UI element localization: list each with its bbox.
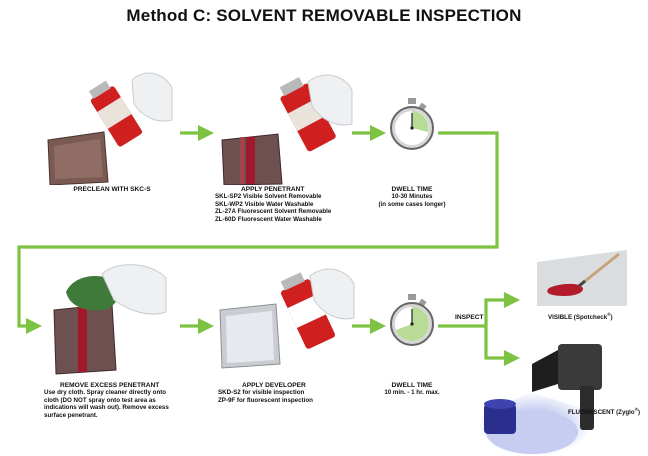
arrow-inspect-fluorescent (484, 326, 520, 366)
dwell1-line: 10-30 Minutes (391, 193, 433, 201)
penetrant-line: ZL-60D Fluorescent Water Washable (215, 215, 322, 223)
dwell1-line: (in some cases longer) (378, 200, 446, 208)
penetrant-line: ZL-27A Fluorescent Solvent Removable (215, 208, 332, 216)
remove-caption: REMOVE EXCESS PENETRANT Use dry cloth. S… (44, 382, 204, 419)
developer-line: SKD-S2 for visible inspection (218, 389, 305, 397)
preclean-caption: PRECLEAN WITH SKC-S (52, 186, 172, 193)
developer-caption: APPLY DEVELOPER SKD-S2 for visible inspe… (218, 382, 358, 404)
penetrant-heading: APPLY PENETRANT (241, 186, 305, 193)
preclean-heading: PRECLEAN WITH SKC-S (73, 186, 151, 193)
visible-label: VISIBLE (Spotcheck (548, 314, 608, 322)
remove-line: cloth (DO NOT spray onto test area as (44, 396, 156, 404)
dwell2-caption: DWELL TIME 10 min. - 1 hr. max. (362, 382, 462, 397)
dwell2-line: 10 min. - 1 hr. max. (384, 389, 440, 397)
stopwatch-icon (390, 98, 434, 150)
fluorescent-caption: FLUORESCENT (Zyglo®) (568, 406, 648, 416)
remove-line: indications will wash out). Remove exces… (44, 404, 169, 412)
fluorescent-close: ) (638, 409, 641, 417)
penetrant-line: SKL-WP2 Visible Water Washable (215, 200, 314, 208)
visible-inspection-illustration (537, 250, 627, 306)
dwell1-caption: DWELL TIME 10-30 Minutes (in some cases … (362, 186, 462, 208)
page-title: Method C: SOLVENT REMOVABLE INSPECTION (126, 6, 522, 25)
stopwatch-icon (390, 294, 434, 346)
penetrant-illustration (221, 74, 353, 185)
preclean-illustration (47, 72, 173, 185)
arrow-dwell-to-remove (17, 131, 499, 334)
penetrant-line: SKL-SP2 Visible Solvent Removable (215, 193, 322, 201)
registered-mark: ® (607, 312, 611, 317)
fluorescent-label: FLUORESCENT (Zyglo (568, 409, 635, 417)
dwell1-heading: DWELL TIME (391, 186, 433, 193)
developer-line: ZP-9F for fluorescent inspection (218, 396, 313, 404)
developer-illustration (219, 268, 355, 369)
remove-line: surface penetrant. (44, 411, 98, 419)
dwell2-heading: DWELL TIME (391, 382, 433, 389)
remove-heading: REMOVE EXCESS PENETRANT (60, 382, 160, 389)
penetrant-caption: APPLY PENETRANT SKL-SP2 Visible Solvent … (215, 186, 365, 223)
visible-close: ) (610, 314, 613, 322)
fluorescent-inspection-illustration (478, 344, 602, 456)
registered-mark: ® (634, 407, 639, 412)
remove-line: Use dry cloth. Spray cleaner directly on… (44, 389, 167, 397)
arrow-inspect-visible (484, 292, 520, 326)
inspect-label: INSPECT (455, 314, 484, 321)
visible-caption: VISIBLE (Spotcheck®) (548, 311, 643, 321)
developer-heading: APPLY DEVELOPER (242, 382, 306, 389)
remove-illustration (53, 264, 167, 375)
